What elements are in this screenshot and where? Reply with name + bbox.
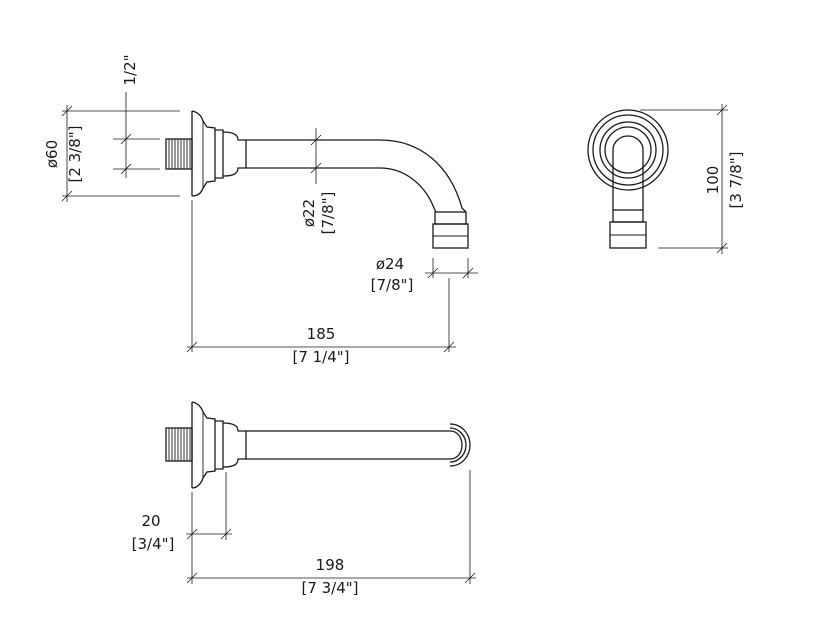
outlet-ring bbox=[434, 211, 467, 225]
bottom-length-mm: 198 bbox=[316, 556, 345, 574]
flange bbox=[191, 110, 216, 197]
top-view bbox=[165, 401, 471, 489]
spout-pipe-bottom bbox=[246, 167, 437, 213]
pipe-diameter-dimension: ø22 [7/8"] bbox=[300, 128, 337, 234]
outlet-diameter-mm: ø24 bbox=[376, 255, 404, 273]
bottom-length-in: [7 3/4"] bbox=[301, 579, 358, 597]
pipe-diameter-mm: ø22 bbox=[300, 199, 318, 227]
end-view-pipe bbox=[612, 135, 644, 210]
height-in: [3 7/8"] bbox=[727, 151, 745, 208]
top-view-outlet bbox=[449, 423, 471, 467]
flange-outer-circle bbox=[587, 109, 669, 191]
bottom-length-dimension: 198 [7 3/4"] bbox=[186, 470, 476, 597]
spout-pipe-top bbox=[246, 139, 467, 213]
top-view-pipe bbox=[246, 430, 463, 460]
top-view-thread bbox=[165, 427, 193, 462]
front-view bbox=[165, 110, 469, 249]
flange-depth-in: [3/4"] bbox=[132, 535, 175, 553]
collar-bell bbox=[222, 131, 247, 177]
flange-diameter-dimension: ø60 [2 3/8"] bbox=[43, 105, 180, 202]
top-length-in: [7 1/4"] bbox=[292, 348, 349, 366]
outlet-diameter-dimension: ø24 [7/8"] bbox=[371, 255, 478, 294]
thread-size-label: 1/2" bbox=[121, 54, 139, 85]
top-length-dimension: 185 [7 1/4"] bbox=[186, 200, 456, 366]
height-mm: 100 bbox=[704, 166, 722, 195]
flange-diameter-in: [2 3/8"] bbox=[66, 125, 84, 182]
flange-depth-dimension: 20 [3/4"] bbox=[132, 472, 232, 584]
top-view-flange bbox=[191, 401, 216, 489]
collar-ring bbox=[215, 129, 224, 179]
outlet-diameter-in: [7/8"] bbox=[371, 276, 414, 294]
top-length-mm: 185 bbox=[307, 325, 336, 343]
flange-diameter-mm: ø60 bbox=[43, 140, 61, 168]
end-view-outlet-ring bbox=[612, 209, 644, 223]
flange-depth-mm: 20 bbox=[141, 512, 160, 530]
end-view bbox=[587, 109, 669, 249]
pipe-diameter-in: [7/8"] bbox=[319, 192, 337, 235]
thread-connector bbox=[165, 138, 193, 170]
thread-dimension: 1/2" bbox=[113, 54, 160, 178]
thread-lines bbox=[168, 139, 191, 169]
height-dimension: 100 [3 7/8"] bbox=[640, 104, 745, 254]
